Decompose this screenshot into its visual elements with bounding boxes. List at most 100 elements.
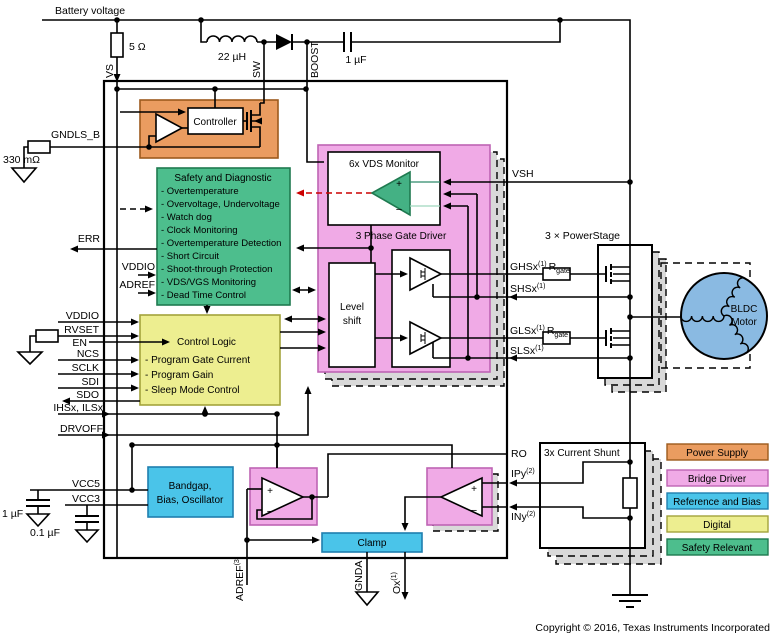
ground-bars-icon [612, 594, 648, 608]
pin-sdo: SDO [76, 389, 99, 401]
inductor-22uh [206, 35, 258, 43]
pin-slsx: SLSx(1) [510, 345, 544, 357]
legend-label: Reference and Bias [673, 497, 761, 508]
arrowheads [62, 74, 517, 600]
resistor-5ohm [110, 32, 124, 58]
vds-monitor-title: 6x VDS Monitor [349, 159, 420, 170]
pin-iny: INy(2) [511, 511, 535, 523]
pin-ox: Ox(1) [391, 572, 403, 594]
level-shift-label2: shift [343, 316, 362, 327]
pin-sw: SW [251, 61, 263, 78]
level-shift-box [328, 262, 376, 368]
svg-text:+: + [471, 484, 477, 495]
bldc-motor [680, 272, 768, 360]
safety-item: - Clock Monitoring [161, 225, 238, 236]
current-shunt-box [539, 442, 646, 549]
legend-swatch-bridge [666, 469, 769, 487]
legend-label: Safety Relevant [682, 543, 753, 554]
boot-cap-label: 1 µF [345, 54, 366, 66]
power-stage-label: 3 × PowerStage [545, 230, 620, 242]
safety-item: - VDS/VGS Monitoring [161, 277, 256, 288]
pin-vddio: VDDIO [66, 310, 99, 322]
diode [276, 34, 292, 50]
svg-text:+: + [267, 486, 273, 497]
pin-shsx: SHSx(1) [510, 283, 545, 295]
safety-item: - Overtemperature [161, 186, 239, 197]
pin-drvoff: DRVOFF [60, 423, 103, 435]
pin-sdi: SDI [81, 376, 99, 388]
pin-vs: VS [104, 64, 116, 78]
pin-ncs: NCS [77, 348, 99, 360]
bandgap-label: Bandgap, [169, 481, 212, 492]
control-logic-title: Control Logic [177, 337, 236, 348]
pin-ro: RO [511, 448, 527, 460]
ground-icon [74, 529, 100, 544]
resistor-rvset [35, 329, 59, 343]
safety-block-text: Safety and Diagnostic - Overtemperature … [161, 173, 281, 301]
ground-icon [10, 167, 38, 184]
resistor-rgate-ls [542, 331, 571, 345]
legend-label: Digital [703, 520, 731, 531]
resistor-shunt [622, 477, 638, 509]
pin-rvset: RVSET [64, 324, 99, 336]
safety-diagnostic-block [156, 167, 291, 306]
legend-swatch-power [666, 443, 769, 461]
motor-windings-icon [680, 277, 749, 355]
cap-01uf-label: 0.1 µF [30, 527, 60, 539]
capacitor-01uf [75, 515, 99, 523]
level-shift-label: Level [340, 302, 364, 313]
copyright-text: Copyright © 2016, Texas Instruments Inco… [535, 622, 770, 634]
vds-comparator-icon [370, 170, 411, 217]
svg-text:+: + [396, 179, 402, 190]
grounds [10, 167, 648, 608]
motor-label2: Motor [731, 317, 757, 328]
vddio-safety-label: VDDIO [122, 261, 155, 273]
pin-ihsx-ilsx: IHSx, ILSx [53, 402, 103, 414]
shunt-amp-icon [439, 476, 483, 518]
safety-item: - Watch dog [161, 212, 212, 223]
cap-1uf-label: 1 µF [2, 508, 23, 520]
safety-item: - Overtemperature Detection [161, 238, 281, 249]
pin-vcc5: VCC5 [72, 478, 100, 490]
chip-boundary [102, 79, 509, 560]
battery-voltage-label: Battery voltage [55, 5, 125, 17]
capacitor-1uf [26, 499, 50, 507]
motor-label: BLDC [731, 304, 758, 315]
safety-title: Safety and Diagnostic [174, 173, 271, 184]
amplifier-symbols: + − + − + − [155, 112, 483, 518]
pin-boost: BOOST [309, 41, 321, 78]
control-logic-item: - Sleep Mode Control [145, 385, 240, 396]
legend-label: Bridge Driver [688, 474, 747, 485]
pin-ghsx: GHSx(1)Rgate [510, 261, 570, 275]
wires [23, 19, 681, 596]
control-logic-block [139, 314, 281, 406]
pin-en: EN [72, 337, 87, 349]
control-logic-item: - Program Gain [145, 370, 213, 381]
capacitor-boot [343, 32, 352, 52]
hs-fet-icon [605, 264, 612, 284]
pin-adref: ADREF(3) [234, 557, 246, 601]
adref-safety-label: ADREF [119, 279, 155, 291]
pin-err: ERR [78, 233, 101, 245]
svg-text:−: − [471, 505, 477, 517]
resistor-330mohm [27, 140, 51, 154]
legend-label: Power Supply [686, 448, 748, 459]
clamp-block [321, 532, 423, 553]
mosfet-symbols [246, 110, 612, 348]
controller-label: Controller [193, 117, 237, 128]
svg-text:−: − [267, 506, 273, 518]
resistor-5ohm-label: 5 Ω [129, 41, 146, 53]
safety-item: - Short Circuit [161, 251, 219, 262]
ls-fet-icon [605, 328, 612, 348]
current-shunt-label: 3x Current Shunt [544, 448, 620, 459]
pin-gnda: GNDA [353, 561, 365, 591]
pin-vsh: VSH [512, 168, 534, 180]
controller-amp-icon [155, 112, 184, 144]
pin-sclk: SCLK [72, 362, 99, 374]
resistor-330-label: 330 mΩ [3, 154, 40, 166]
pin-vcc3: VCC3 [72, 493, 100, 505]
svg-text:−: − [396, 204, 402, 216]
legend-swatch-digital [666, 515, 769, 533]
legend-swatch-reference [666, 492, 769, 510]
